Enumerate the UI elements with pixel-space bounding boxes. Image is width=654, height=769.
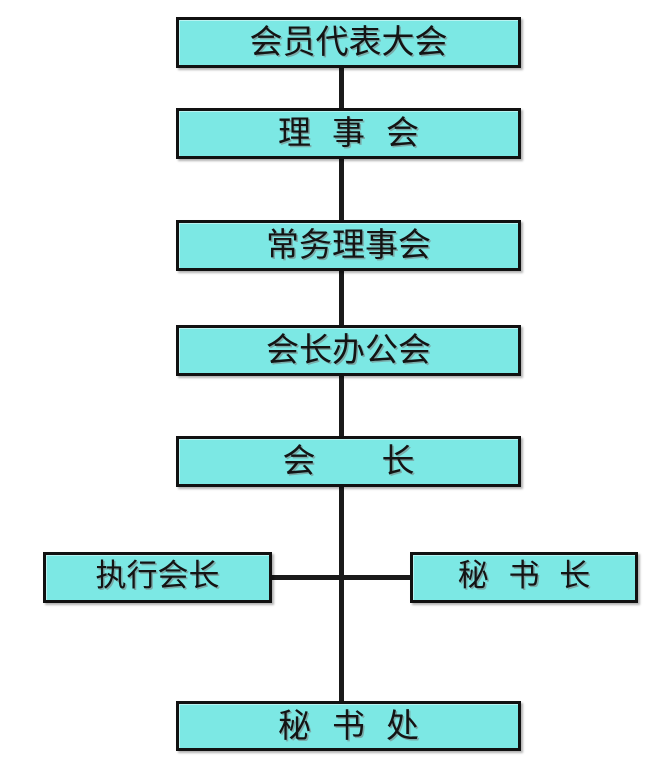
node-council[interactable]: 理 事 会 bbox=[176, 108, 521, 159]
node-label-president-office-meeting: 会长办公会 bbox=[266, 330, 431, 369]
node-label-standing-council: 常务理事会 bbox=[266, 225, 431, 264]
connector-office-meeting-to-president bbox=[339, 376, 344, 436]
node-president-office-meeting[interactable]: 会长办公会 bbox=[176, 325, 521, 376]
node-label-executive-president: 执行会长 bbox=[95, 558, 220, 594]
node-president[interactable]: 会 长 bbox=[176, 436, 521, 487]
node-label-secretariat: 秘 书 处 bbox=[278, 705, 419, 745]
node-standing-council[interactable]: 常务理事会 bbox=[176, 220, 521, 271]
node-secretary-general[interactable]: 秘 书 长 bbox=[410, 552, 638, 603]
node-label-president: 会 长 bbox=[282, 441, 415, 480]
connector-council-to-standing-council bbox=[339, 159, 344, 220]
node-label-secretary-general: 秘 书 长 bbox=[457, 558, 591, 594]
node-executive-president[interactable]: 执行会长 bbox=[43, 552, 272, 603]
connector-deputies-crossbar bbox=[272, 575, 410, 580]
node-label-council: 理 事 会 bbox=[278, 113, 419, 152]
connector-standing-council-to-office-meeting bbox=[339, 271, 344, 325]
connector-assembly-to-council bbox=[339, 68, 344, 108]
node-secretariat[interactable]: 秘 书 处 bbox=[176, 701, 521, 751]
node-label-members-assembly: 会员代表大会 bbox=[249, 22, 448, 61]
node-members-assembly[interactable]: 会员代表大会 bbox=[176, 17, 521, 68]
connector-president-to-secretariat bbox=[339, 487, 344, 701]
